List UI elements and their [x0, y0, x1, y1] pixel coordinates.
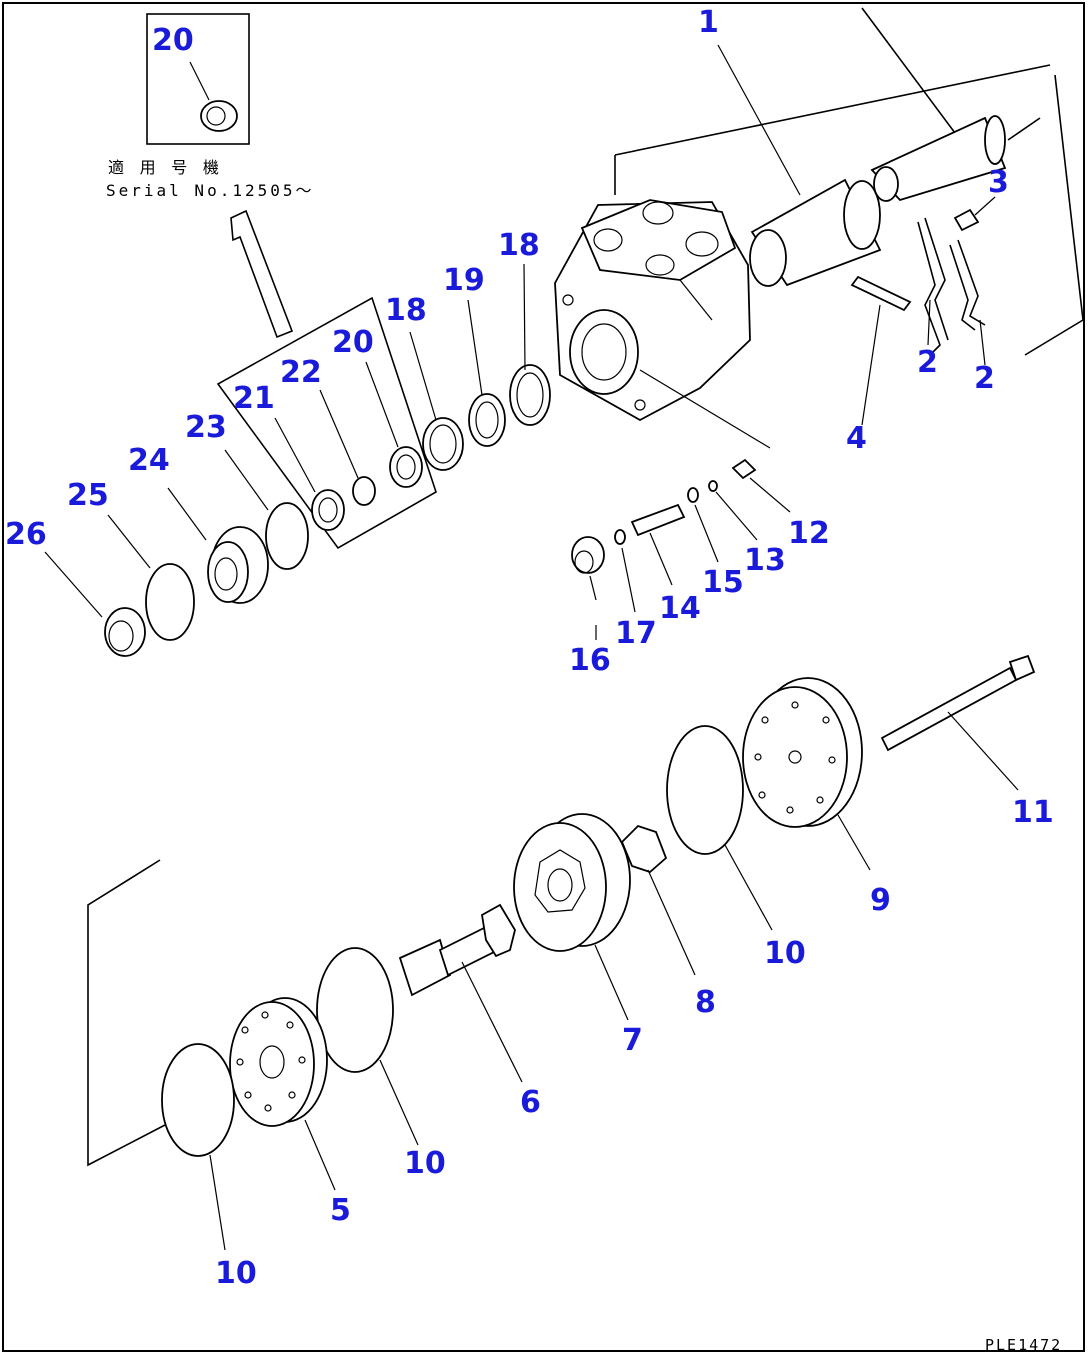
drive-shaft-part-6: [398, 903, 523, 1083]
pin-part-3: [953, 196, 996, 232]
callout-20: 20: [332, 325, 374, 360]
spool-sleeve: [717, 44, 1041, 287]
pin-part-4: [850, 275, 912, 426]
applicability-note: 適 用 号 機: [108, 158, 222, 177]
callout-13: 13: [744, 543, 786, 578]
callout-5: 5: [330, 1193, 351, 1228]
callout-17: 17: [615, 616, 657, 651]
callout-18-right: 18: [498, 228, 540, 263]
assembly-bracket-upper: [614, 7, 1084, 356]
spacer-part-8: [620, 824, 696, 976]
callout-2-right: 2: [974, 361, 995, 396]
check-valve-parts: [571, 458, 791, 640]
seal-part-26: [44, 551, 146, 657]
callout-3: 3: [988, 165, 1009, 200]
assembly-bracket-lower: [87, 859, 166, 1167]
gland-part-24: [167, 487, 269, 604]
o-ring-part-10-right: [666, 725, 773, 931]
callout-6: 6: [520, 1085, 541, 1120]
callout-10-middle: 10: [404, 1146, 446, 1181]
end-cap-part-9: [742, 677, 871, 871]
callout-18-left: 18: [385, 293, 427, 328]
callout-2-left: 2: [917, 345, 938, 380]
callout-10-right: 10: [764, 936, 806, 971]
ring-part-19: [467, 299, 506, 447]
callout-21: 21: [233, 381, 275, 416]
o-ring-part-23: [224, 449, 309, 570]
centering-springs: [917, 217, 986, 366]
gerotor-part-7: [513, 813, 631, 1021]
seal-part-21: [274, 417, 345, 531]
ring-part-22: [319, 389, 376, 506]
callout-16: 16: [569, 643, 611, 678]
callout-8: 8: [695, 985, 716, 1020]
callout-10-left: 10: [215, 1256, 257, 1291]
callout-1: 1: [698, 5, 719, 40]
callout-23: 23: [185, 410, 227, 445]
o-ring-part-25: [107, 514, 195, 641]
callout-12: 12: [788, 516, 830, 551]
serial-number-note: Serial No.12505～: [106, 181, 315, 200]
callout-14: 14: [659, 591, 701, 626]
callout-11: 11: [1012, 795, 1054, 830]
ring-part-18-right: [509, 263, 551, 426]
o-ring-part-10-middle: [316, 947, 419, 1146]
o-ring-part-10-left: [161, 1043, 235, 1251]
ring-part-18-left: [409, 331, 464, 471]
inset-callout-20: 20: [152, 23, 194, 58]
inset-box: [146, 13, 250, 145]
callout-26: 26: [5, 517, 47, 552]
seal-group-outline: [216, 296, 437, 550]
callout-24: 24: [128, 443, 170, 478]
callout-15: 15: [702, 565, 744, 600]
callout-25: 25: [67, 478, 109, 513]
callout-22: 22: [280, 355, 322, 390]
serial-arrow: [230, 209, 294, 339]
drawing-code: PLE1472: [985, 1336, 1062, 1354]
bolt-part-11: [880, 654, 1036, 791]
seal-part-20: [365, 361, 423, 488]
plate-part-5: [229, 997, 336, 1191]
callout-4: 4: [846, 421, 867, 456]
callout-9: 9: [870, 883, 891, 918]
callout-7: 7: [622, 1023, 643, 1058]
callout-19: 19: [443, 263, 485, 298]
valve-housing: [554, 199, 771, 449]
